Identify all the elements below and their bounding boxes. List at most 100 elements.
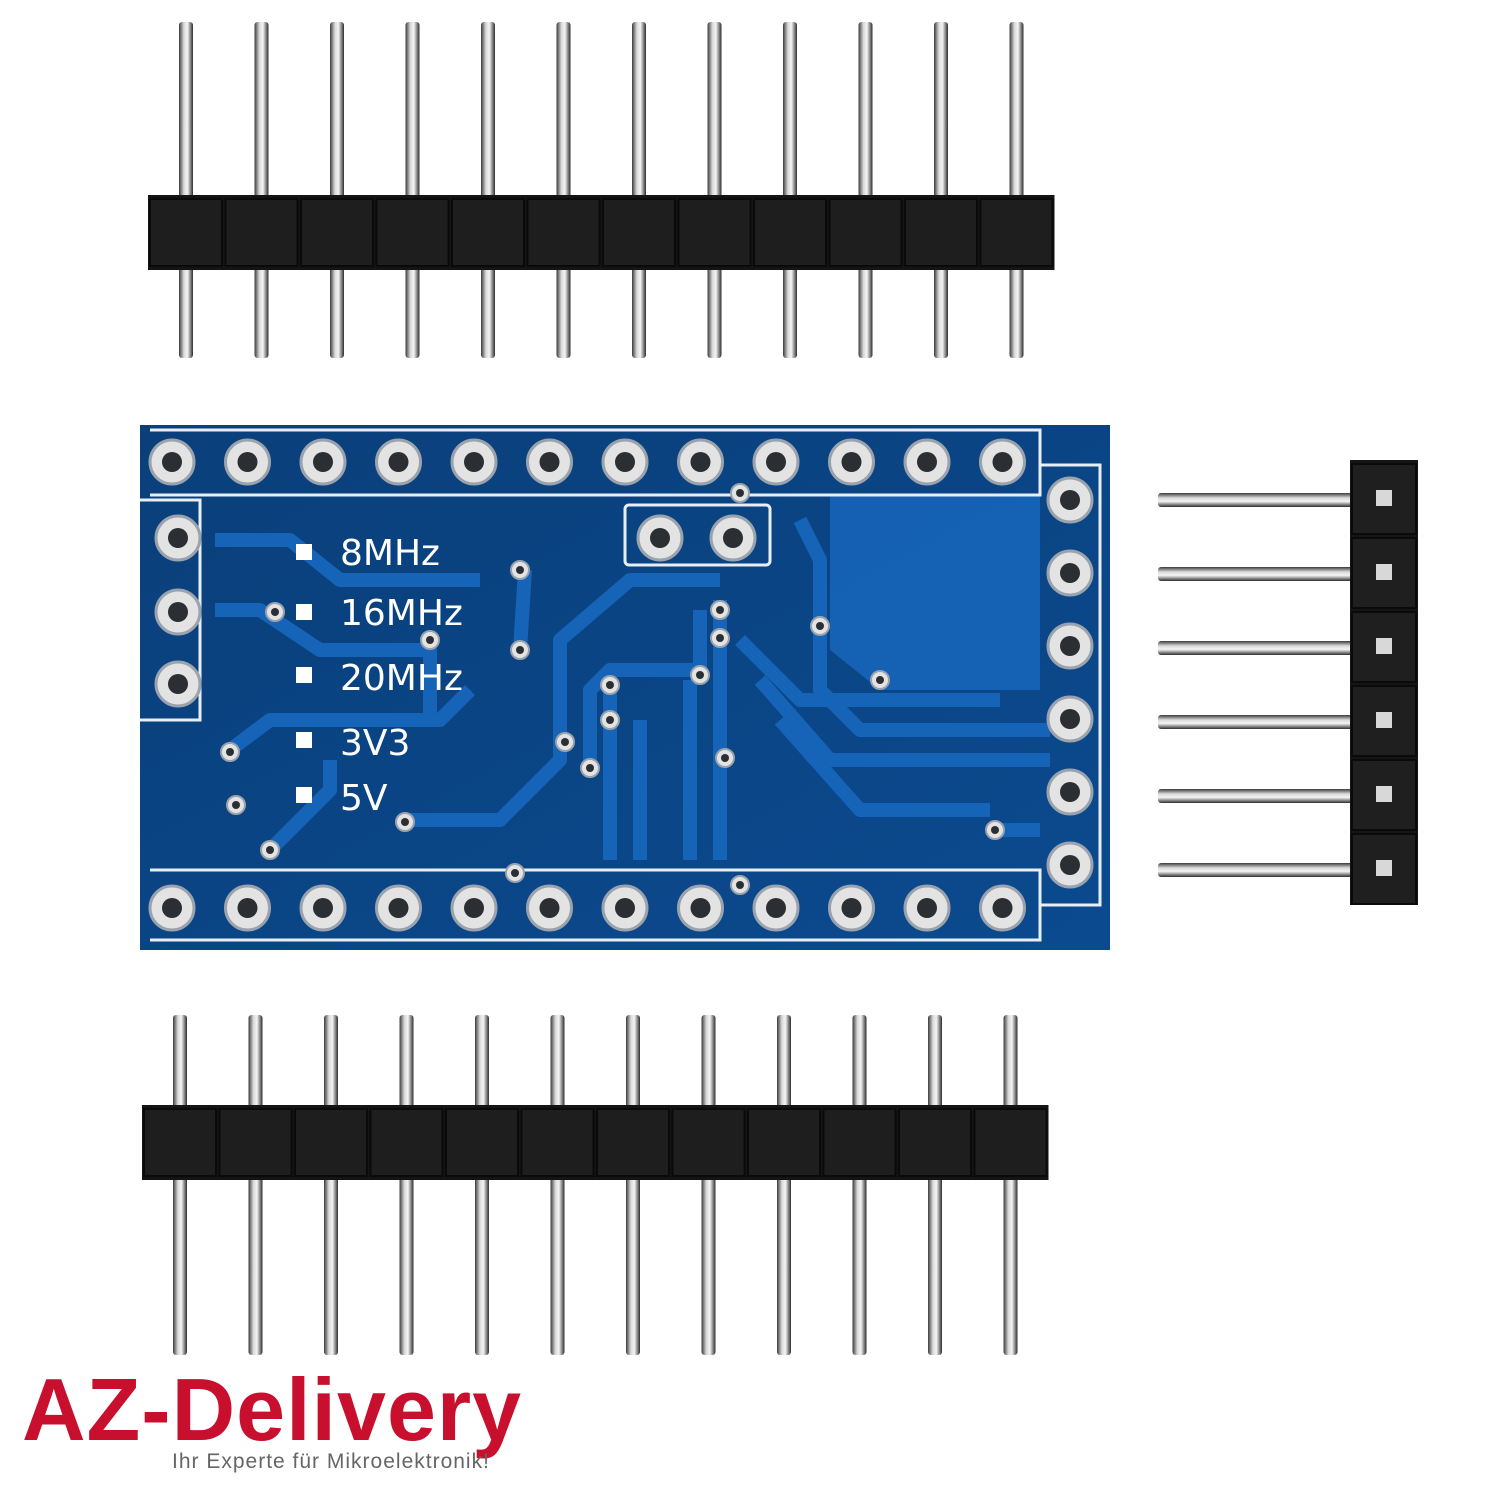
via-hole	[561, 738, 569, 746]
via-hole	[426, 636, 434, 644]
header-segment	[445, 1108, 519, 1177]
header-pin	[934, 22, 948, 358]
pad-pair-center	[636, 514, 757, 562]
pad-hole	[162, 898, 182, 918]
pad-hole	[766, 452, 786, 472]
right-header-pin-end	[1376, 712, 1392, 728]
right-header-pin-end	[1376, 786, 1392, 802]
pad-hole	[1060, 490, 1080, 510]
pad-hole	[539, 452, 560, 472]
right-angle-pin	[1158, 567, 1383, 581]
header-pin	[330, 22, 344, 358]
pad-row-top	[148, 438, 1026, 486]
silk-label-3v3: 3V3	[340, 723, 410, 764]
header-pin	[179, 22, 193, 358]
header-segment	[375, 198, 450, 267]
header-pin	[783, 22, 797, 358]
silkscreen-markers	[296, 544, 312, 803]
header-body	[148, 195, 1055, 270]
header-pin	[399, 1015, 414, 1355]
header-segment	[677, 198, 752, 267]
header-segment	[294, 1108, 368, 1177]
right-header-pin-end	[1376, 490, 1392, 506]
header-segment	[973, 1108, 1048, 1177]
pad-hole	[168, 528, 188, 548]
header-pin	[254, 22, 269, 358]
right-header-pin-end	[1376, 860, 1392, 876]
pad-hole	[237, 898, 258, 918]
pad-hole	[1060, 782, 1080, 802]
pad-column-left	[154, 514, 202, 708]
via-hole	[991, 826, 999, 834]
pad-hole	[766, 898, 786, 918]
pad-hole	[388, 898, 409, 918]
via-hole	[401, 818, 409, 826]
pad-hole	[615, 452, 635, 472]
pad-hole	[917, 452, 937, 472]
via-hole	[716, 606, 724, 614]
header-segment	[520, 1108, 595, 1177]
right-angle-pin	[1158, 641, 1383, 655]
right-header-pin-end	[1376, 638, 1392, 654]
pad-hole	[723, 528, 743, 548]
header-pin	[852, 1015, 867, 1355]
pad-hole	[168, 674, 188, 694]
header-pin	[481, 22, 495, 358]
right-angle-pin-header	[1158, 460, 1418, 905]
header-pin	[173, 1015, 187, 1355]
brand-logo: AZ-Delivery Ihr Experte für Mikroelektro…	[22, 1368, 521, 1473]
silkscreen-outlines	[140, 428, 1102, 942]
pad-hole	[168, 602, 188, 622]
pad-hole	[464, 452, 484, 472]
pad-hole	[690, 898, 711, 918]
silk-marker	[296, 544, 312, 560]
header-pin	[248, 1015, 263, 1355]
right-angle-pin	[1158, 493, 1383, 507]
silk-marker	[296, 732, 312, 748]
pro-mini-board: 8MHz 16MHz 20MHz 3V3 5V	[140, 425, 1110, 950]
silk-label-20mhz: 20MHz	[340, 658, 463, 699]
header-pin	[405, 22, 420, 358]
via-hole	[516, 646, 524, 654]
pad-hole	[841, 452, 862, 472]
pad-hole	[650, 528, 670, 548]
header-segment	[143, 1108, 217, 1177]
header-pin	[556, 22, 571, 358]
bottom-pin-header	[142, 1015, 1049, 1355]
silk-marker	[296, 787, 312, 803]
silkscreen-labels: 8MHz 16MHz 20MHz 3V3 5V	[340, 533, 463, 819]
via-hole	[876, 676, 884, 684]
via-hole	[816, 622, 824, 630]
brand-tagline: Ihr Experte für Mikroelektronik!	[172, 1450, 490, 1473]
pad-column-right	[1046, 476, 1094, 889]
header-segment	[526, 198, 601, 267]
pad-hole	[1060, 855, 1080, 875]
pad-hole	[1060, 709, 1080, 729]
header-segment	[671, 1108, 746, 1177]
header-segment	[753, 198, 827, 267]
via-hole	[266, 846, 274, 854]
right-angle-pin	[1158, 789, 1383, 803]
right-header-pin-end	[1376, 564, 1392, 580]
header-pin	[701, 1015, 716, 1355]
silk-marker	[296, 667, 312, 683]
via-hole	[606, 681, 614, 689]
header-pin	[626, 1015, 640, 1355]
pad-hole	[539, 898, 560, 918]
header-pin	[707, 22, 722, 358]
header-body	[142, 1105, 1049, 1180]
via-hole	[232, 801, 240, 809]
header-pin	[475, 1015, 489, 1355]
header-pin	[928, 1015, 942, 1355]
header-segment	[218, 1108, 293, 1177]
pad-hole	[615, 898, 635, 918]
pad-hole	[237, 452, 258, 472]
via-hole	[736, 881, 744, 889]
pad-hole	[313, 452, 333, 472]
via-hole	[721, 754, 729, 762]
header-pin	[550, 1015, 565, 1355]
header-pin	[858, 22, 873, 358]
header-segment	[596, 1108, 670, 1177]
ground-plane	[830, 495, 1040, 690]
header-pin	[1009, 22, 1024, 358]
